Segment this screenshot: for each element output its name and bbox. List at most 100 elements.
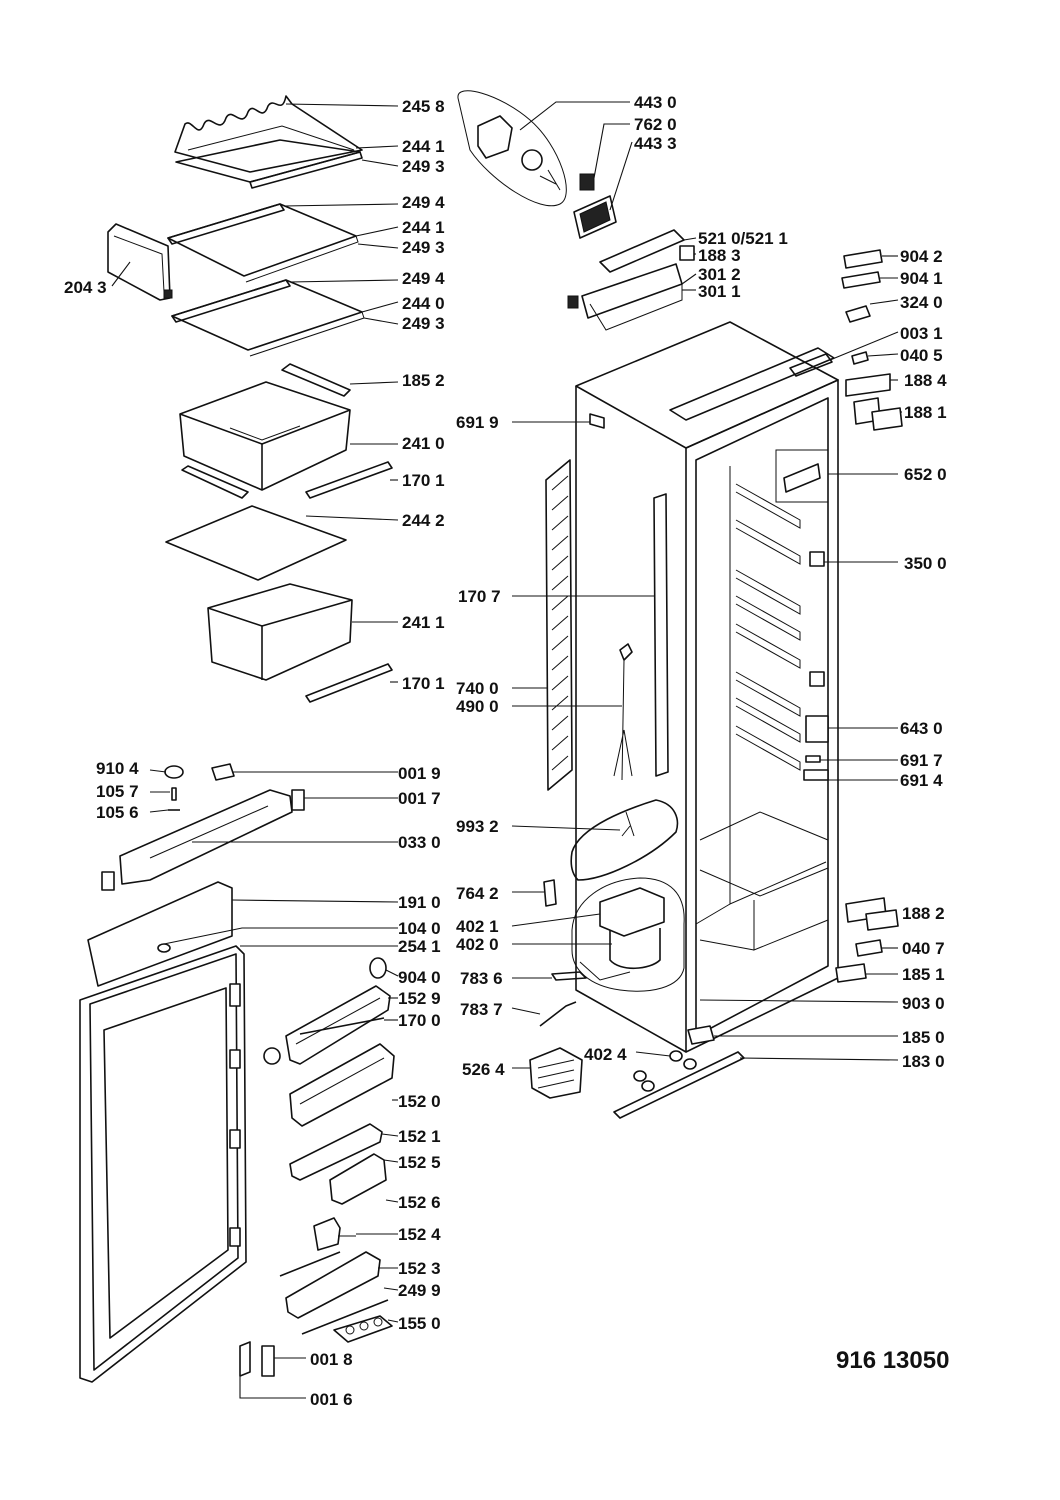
label-6430: 643 0 bbox=[900, 719, 943, 738]
part-spacer bbox=[851, 351, 869, 365]
part-rail-lower-1 bbox=[305, 461, 393, 499]
label-4024: 402 4 bbox=[584, 1045, 627, 1064]
part-door-bin-1 bbox=[289, 1043, 395, 1127]
part-hinge-bar bbox=[101, 789, 293, 891]
label-6917: 691 7 bbox=[900, 751, 943, 770]
part-pipe-plug bbox=[589, 413, 605, 429]
label-1830: 183 0 bbox=[902, 1052, 945, 1071]
part-rail-lower-2 bbox=[305, 663, 393, 703]
label-1850: 185 0 bbox=[902, 1028, 945, 1047]
part-door-bin-2 bbox=[289, 1123, 383, 1181]
label-6914: 691 4 bbox=[900, 771, 943, 790]
part-rail-top bbox=[281, 363, 351, 397]
label-6520: 652 0 bbox=[904, 465, 947, 484]
label-9932: 993 2 bbox=[456, 817, 499, 836]
part-mount-plate bbox=[687, 1025, 715, 1045]
label-1881: 188 1 bbox=[904, 403, 947, 422]
part-hinge-cap-2 bbox=[841, 271, 881, 289]
label-2440: 244 0 bbox=[402, 294, 445, 313]
label-7642: 764 2 bbox=[456, 884, 499, 903]
label-0405: 040 5 bbox=[900, 346, 943, 365]
part-compressor bbox=[571, 877, 685, 992]
label-2441b: 244 1 bbox=[402, 218, 445, 237]
label-2043: 204 3 bbox=[64, 278, 107, 297]
label-2441a: 244 1 bbox=[402, 137, 445, 156]
label-1524: 152 4 bbox=[398, 1225, 441, 1244]
part-drain-tube bbox=[551, 971, 587, 981]
label-7400: 740 0 bbox=[456, 679, 499, 698]
part-slide-rail bbox=[613, 1051, 745, 1119]
label-1520: 152 0 bbox=[398, 1092, 441, 1111]
label-3011: 301 1 bbox=[698, 282, 741, 301]
label-2410: 241 0 bbox=[402, 434, 445, 453]
part-egg-tray bbox=[333, 1315, 393, 1343]
part-can-holder bbox=[313, 1217, 356, 1251]
label-4433: 443 3 bbox=[634, 134, 677, 153]
label-1852: 185 2 bbox=[402, 371, 445, 390]
part-bin-rail-3 bbox=[279, 1251, 341, 1277]
part-hinge-cap-3 bbox=[845, 305, 871, 323]
label-7837: 783 7 bbox=[460, 1000, 503, 1019]
label-1883: 188 3 bbox=[698, 246, 741, 265]
label-5264: 526 4 bbox=[462, 1060, 505, 1079]
part-screw bbox=[171, 787, 177, 801]
labels: 245 8 244 1 249 3 249 4 244 1 249 3 204 … bbox=[64, 93, 949, 1409]
label-9040: 904 0 bbox=[398, 968, 441, 987]
part-fan-assembly bbox=[457, 90, 567, 207]
label-3240: 324 0 bbox=[900, 293, 943, 312]
part-bracket-small bbox=[291, 789, 305, 811]
part-relay-unit bbox=[529, 1047, 583, 1099]
part-hinge-plate-0407 bbox=[855, 939, 883, 957]
label-3012: 301 2 bbox=[698, 265, 741, 284]
label-2442: 244 2 bbox=[402, 511, 445, 530]
label-1550: 155 0 bbox=[398, 1314, 441, 1333]
part-crisper-drawer-lower bbox=[207, 583, 353, 681]
part-light-cover bbox=[775, 449, 829, 503]
part-glass-shelf-3 bbox=[171, 279, 365, 357]
label-0407: 040 7 bbox=[902, 939, 945, 958]
label-9104: 910 4 bbox=[96, 759, 139, 778]
part-door-bin-3 bbox=[285, 1251, 381, 1319]
part-side-panel bbox=[107, 223, 173, 301]
part-hinge-bracket-1881 bbox=[853, 397, 903, 431]
part-compressor-cover bbox=[570, 799, 679, 881]
label-1700: 170 0 bbox=[398, 1011, 441, 1030]
label-1056: 105 6 bbox=[96, 803, 139, 822]
label-1851: 185 1 bbox=[902, 965, 945, 984]
label-0031: 003 1 bbox=[900, 324, 943, 343]
label-1040: 104 0 bbox=[398, 919, 441, 938]
label-1884: 188 4 bbox=[904, 371, 947, 390]
part-hinge-cap-1 bbox=[843, 249, 883, 269]
leader-lines bbox=[111, 101, 902, 1399]
label-4430: 443 0 bbox=[634, 93, 677, 112]
label-2458: 245 8 bbox=[402, 97, 445, 116]
part-wire-clip bbox=[539, 1001, 577, 1027]
part-glass-shelf-2 bbox=[167, 203, 359, 283]
label-0330: 033 0 bbox=[398, 833, 441, 852]
label-2493c: 249 3 bbox=[402, 314, 445, 333]
label-0019: 001 9 bbox=[398, 764, 441, 783]
label-9042: 904 2 bbox=[900, 247, 943, 266]
part-hinge-bottom bbox=[239, 1341, 275, 1377]
label-0016: 001 6 bbox=[310, 1390, 353, 1409]
part-condenser-coil bbox=[545, 459, 573, 791]
label-1701b: 170 1 bbox=[402, 674, 445, 693]
part-knob-904 bbox=[369, 957, 387, 979]
label-4020: 402 0 bbox=[456, 935, 499, 954]
label-9030: 903 0 bbox=[902, 994, 945, 1013]
part-bottle-rack bbox=[174, 95, 363, 173]
part-compressor-feet bbox=[633, 1050, 697, 1092]
part-capacitor bbox=[543, 879, 557, 907]
part-knob bbox=[164, 765, 184, 779]
part-glass-shelf-top bbox=[175, 139, 363, 189]
part-lower-hinge bbox=[845, 897, 899, 931]
part-control-board bbox=[599, 229, 695, 273]
part-hinge-plate-1851 bbox=[835, 963, 867, 983]
part-bin-strip bbox=[301, 1299, 389, 1335]
label-9041: 904 1 bbox=[900, 269, 943, 288]
label-3500: 350 0 bbox=[904, 554, 947, 573]
label-4021: 402 1 bbox=[456, 917, 499, 936]
label-2493b: 249 3 bbox=[402, 238, 445, 257]
part-control-housing bbox=[567, 263, 683, 331]
label-1523: 152 3 bbox=[398, 1259, 441, 1278]
